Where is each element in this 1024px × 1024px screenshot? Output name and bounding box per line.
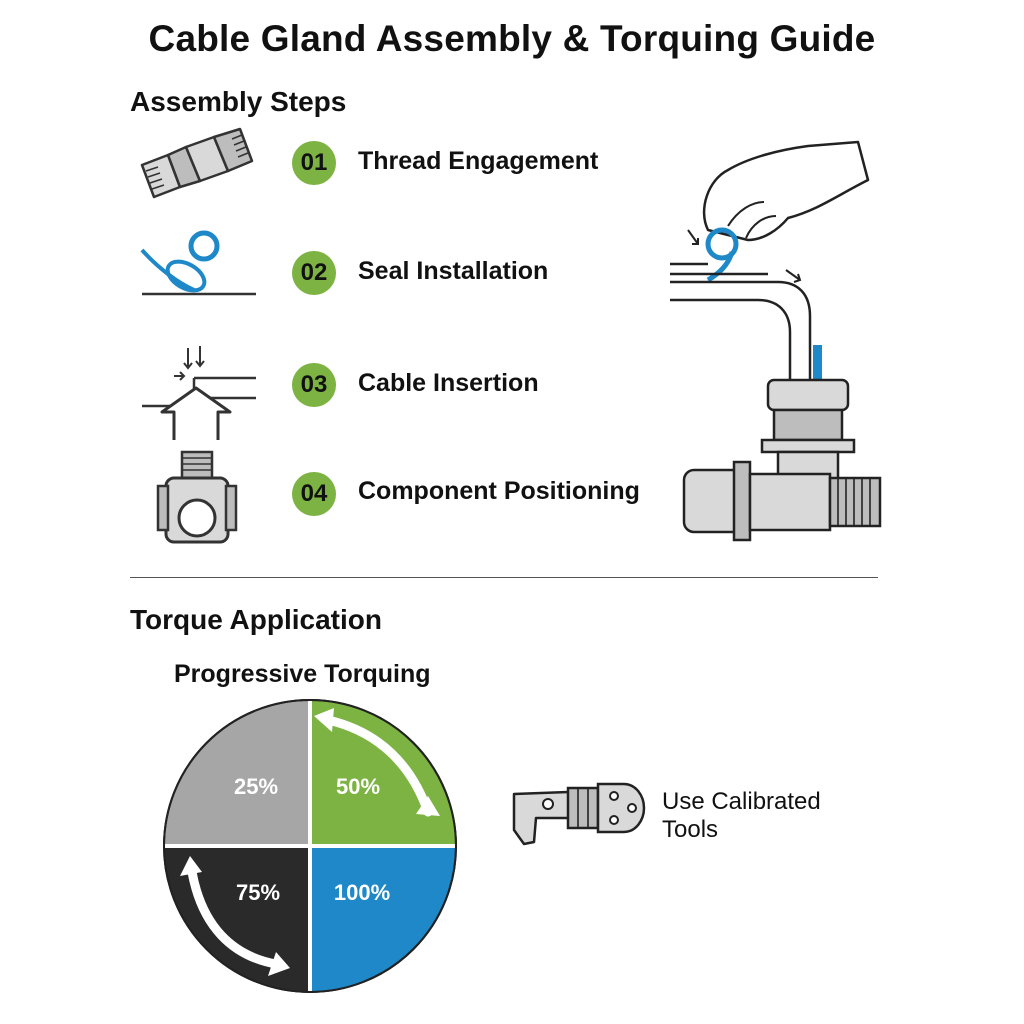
tool-label-line1: Use Calibrated bbox=[662, 788, 821, 815]
pie-outline bbox=[163, 699, 457, 993]
step-label-thread-engagement: Thread Engagement bbox=[358, 147, 599, 175]
rotation-arrow-50 bbox=[323, 715, 433, 817]
section-divider bbox=[130, 577, 878, 578]
rotation-arrow-75 bbox=[187, 867, 281, 969]
step-badge-04: 04 bbox=[292, 472, 336, 516]
tool-label: Use Calibrated Tools bbox=[662, 788, 821, 844]
torque-wrench-icon bbox=[512, 782, 646, 846]
tool-label-line2: Tools bbox=[662, 816, 719, 843]
step-badge-01: 01 bbox=[292, 141, 336, 185]
torque-application-heading: Torque Application bbox=[130, 604, 382, 635]
arrow-head-1 bbox=[416, 796, 440, 816]
pie-label-0: 25% bbox=[234, 774, 278, 799]
progressive-torquing-pie-chart: 25% 50% 75% 100% bbox=[162, 698, 458, 994]
arrow-head-0 bbox=[314, 708, 334, 732]
chart-title: Progressive Torquing bbox=[174, 660, 431, 688]
step-badge-03: 03 bbox=[292, 363, 336, 407]
pie-label-2: 75% bbox=[236, 880, 280, 905]
gland-assembly-illustration bbox=[670, 140, 882, 542]
arrow-head-2 bbox=[180, 856, 202, 876]
thread-engagement-icon bbox=[140, 127, 254, 199]
seal-ring-icon bbox=[140, 230, 256, 296]
pie-slice-25-3 bbox=[309, 845, 458, 994]
pie-slice-25-0 bbox=[162, 698, 311, 847]
step-badge-02: 02 bbox=[292, 251, 336, 295]
pie-label-1: 50% bbox=[336, 774, 380, 799]
cable-insertion-icon bbox=[142, 346, 256, 544]
arrow-head-3 bbox=[268, 952, 290, 976]
step-label-cable-insertion: Cable Insertion bbox=[358, 369, 539, 397]
step-label-component-positioning: Component Positioning bbox=[358, 477, 640, 505]
page-title: Cable Gland Assembly & Torquing Guide bbox=[148, 18, 876, 59]
step-label-seal-installation: Seal Installation bbox=[358, 257, 549, 285]
pie-label-3: 100% bbox=[334, 880, 390, 905]
assembly-steps-heading: Assembly Steps bbox=[130, 86, 347, 117]
